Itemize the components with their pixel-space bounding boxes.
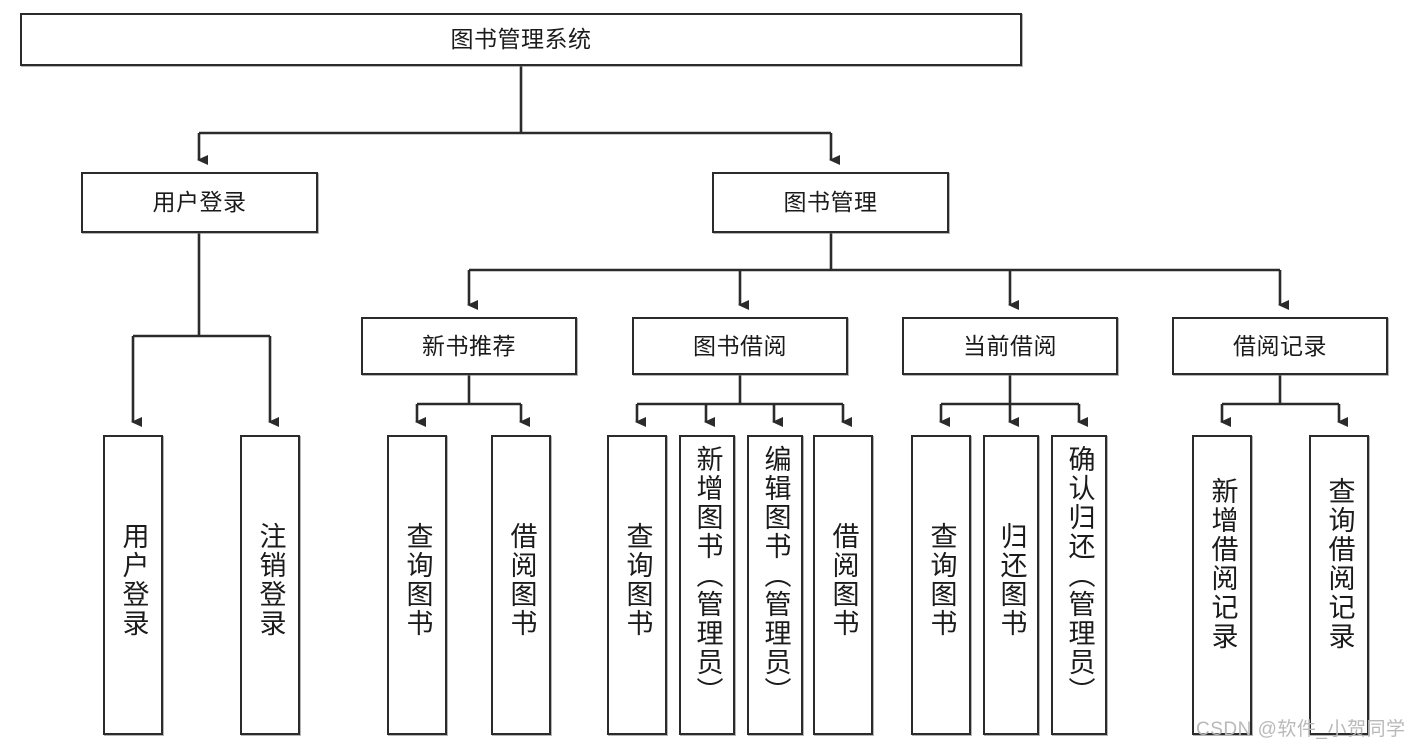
leaf-user-login[interactable]: 用户登录 [103, 435, 163, 735]
node-label: 新增图书（管理员） [692, 445, 723, 706]
node-label: 借阅图书 [506, 522, 537, 638]
leaf-confirm-return-admin[interactable]: 确认归还（管理员） [1051, 435, 1107, 735]
node-current-borrow[interactable]: 当前借阅 [902, 317, 1118, 375]
leaf-query-book-recommend[interactable]: 查询图书 [387, 435, 447, 735]
node-label: 查询图书 [926, 522, 957, 638]
node-label: 借阅图书 [828, 522, 859, 638]
node-label: 新书推荐 [422, 332, 516, 359]
node-book-management[interactable]: 图书管理 [712, 172, 949, 233]
node-label: 用户登录 [152, 189, 247, 216]
leaf-return-book[interactable]: 归还图书 [983, 435, 1039, 735]
leaf-borrow-book[interactable]: 借阅图书 [813, 435, 873, 735]
csdn-watermark: CSDN @软件_小贺同学 [1196, 719, 1405, 740]
leaf-query-book-current[interactable]: 查询图书 [911, 435, 971, 735]
leaf-add-borrow-record[interactable]: 新增借阅记录 [1192, 435, 1252, 735]
leaf-logout[interactable]: 注销登录 [240, 435, 300, 735]
node-label: 当前借阅 [963, 332, 1057, 359]
node-label: 图书管理 [783, 189, 878, 216]
node-label: 编辑图书（管理员） [760, 445, 791, 706]
node-label: 查询图书 [402, 522, 433, 638]
leaf-borrow-book-recommend[interactable]: 借阅图书 [491, 435, 551, 735]
node-label: 查询借阅记录 [1324, 477, 1355, 651]
node-root-book-management-system[interactable]: 图书管理系统 [20, 13, 1022, 66]
leaf-add-book-admin[interactable]: 新增图书（管理员） [679, 435, 735, 735]
node-book-borrow[interactable]: 图书借阅 [632, 317, 848, 375]
node-label: 归还图书 [996, 522, 1027, 638]
leaf-query-borrow-record[interactable]: 查询借阅记录 [1309, 435, 1369, 735]
node-label: 图书借阅 [693, 332, 787, 359]
node-label: 查询图书 [622, 522, 653, 638]
node-label: 借阅记录 [1233, 332, 1327, 359]
node-new-book-recommend[interactable]: 新书推荐 [361, 317, 577, 375]
node-borrow-record[interactable]: 借阅记录 [1172, 317, 1388, 375]
node-label: 确认归还（管理员） [1064, 445, 1095, 706]
node-label: 用户登录 [118, 522, 149, 638]
node-label: 新增借阅记录 [1207, 477, 1238, 651]
node-label: 图书管理系统 [450, 26, 592, 53]
node-user-login[interactable]: 用户登录 [81, 172, 318, 233]
leaf-query-book-borrow[interactable]: 查询图书 [607, 435, 667, 735]
leaf-edit-book-admin[interactable]: 编辑图书（管理员） [747, 435, 803, 735]
node-label: 注销登录 [255, 522, 286, 638]
